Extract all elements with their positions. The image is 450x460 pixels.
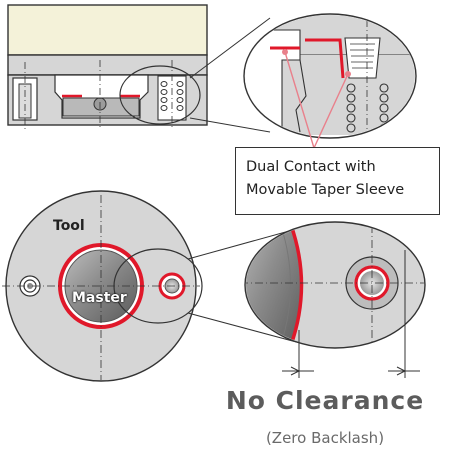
tool-label: Tool <box>53 218 85 234</box>
top-plate <box>7 4 208 56</box>
headline-subtitle: (Zero Backlash) <box>265 429 385 447</box>
callout-line-1: Dual Contact with <box>246 159 376 175</box>
master-label: Master <box>72 290 127 306</box>
top-detail <box>243 13 417 149</box>
front-view <box>2 190 301 382</box>
callout-line-2: Movable Taper Sleeve <box>246 182 405 198</box>
tool-plate <box>7 54 208 76</box>
headline-title: No Clearance <box>225 386 425 415</box>
front-detail <box>244 221 426 378</box>
callout-box: Dual Contact with Movable Taper Sleeve <box>235 147 440 215</box>
side-view <box>7 4 271 133</box>
detail-ellipse-top <box>119 65 201 125</box>
